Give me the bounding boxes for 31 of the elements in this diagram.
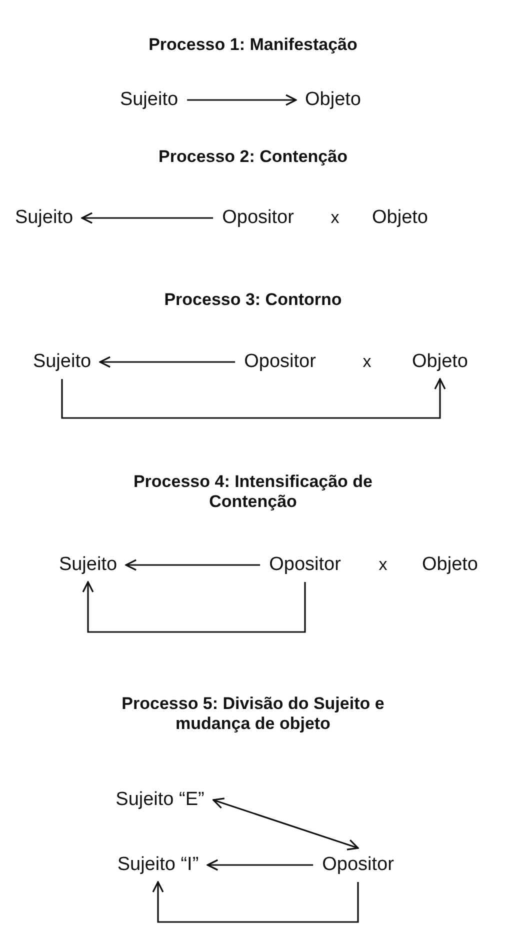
term-label: Sujeito “I” [117, 854, 199, 876]
arrow [206, 859, 314, 871]
arrow [81, 212, 214, 224]
section-heading: Processo 1: Manifestação [148, 35, 358, 55]
term-label: Objeto [305, 89, 361, 111]
section-heading: Processo 4: Intensificação de Contenção [132, 472, 374, 512]
term-label: Sujeito [32, 351, 92, 373]
versus-sign: x [378, 555, 388, 575]
arrow [125, 559, 260, 571]
term-label: Objeto [372, 207, 428, 229]
term-label: Opositor [322, 854, 394, 876]
arrow [212, 798, 359, 850]
term-label: Sujeito [120, 89, 178, 111]
section-heading: Processo 5: Divisão do Sujeito e mudança de objeto [120, 694, 386, 734]
term-label: Sujeito “E” [116, 789, 204, 811]
section-heading: Processo 3: Contorno [164, 290, 342, 310]
arrow [61, 378, 446, 419]
arrow [187, 94, 297, 106]
term-label: Objeto [412, 351, 468, 373]
term-label: Objeto [422, 554, 478, 576]
term-label: Sujeito [14, 207, 74, 229]
versus-sign: x [330, 208, 340, 228]
section-heading: Processo 2: Contenção [158, 147, 348, 167]
arrow [82, 581, 306, 633]
versus-sign: x [362, 352, 372, 372]
term-label: Sujeito [58, 554, 118, 576]
term-label: Opositor [269, 554, 341, 576]
term-label: Opositor [244, 351, 316, 373]
arrow [152, 881, 359, 923]
term-label: Opositor [222, 207, 294, 229]
arrow [99, 356, 236, 368]
